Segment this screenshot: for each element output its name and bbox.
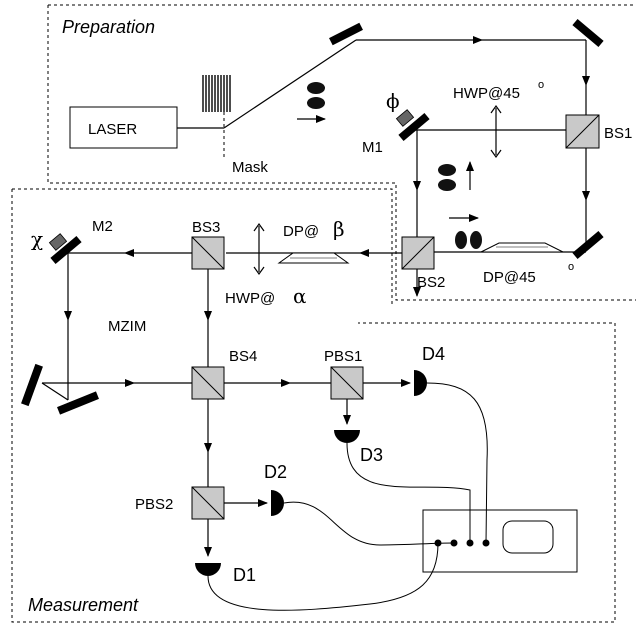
preparation-title: Preparation <box>62 17 155 37</box>
pbs1-label: PBS1 <box>324 348 362 365</box>
pbs2-cube <box>191 486 225 520</box>
mode-pattern-vertical-1 <box>307 82 325 109</box>
m2-label: M2 <box>92 218 113 235</box>
bs4-cube <box>191 366 225 400</box>
hwp45-degree: o <box>538 79 544 91</box>
dp-beta-label: DP@ <box>283 223 319 240</box>
mirror-bottom-right <box>572 231 604 259</box>
pbs2-label: PBS2 <box>135 496 173 513</box>
chi-label: χ <box>31 227 43 251</box>
bs4-label: BS4 <box>229 348 257 365</box>
detector-d4 <box>414 370 427 396</box>
mzim-label: MZIM <box>108 318 146 335</box>
detector-d3 <box>334 430 360 443</box>
laser-box <box>69 106 178 149</box>
mode-pattern-vertical-2 <box>438 164 456 191</box>
coincidence-counter <box>422 509 578 573</box>
cable-d4 <box>426 382 488 544</box>
mode-pattern-horizontal <box>455 231 482 249</box>
hwp45-plate-top <box>490 104 502 114</box>
alpha-symbol: α <box>293 284 307 308</box>
d1-label: D1 <box>233 565 256 585</box>
cable-d2 <box>283 501 455 546</box>
bs2-cube <box>401 236 435 270</box>
detector-d1 <box>195 563 221 576</box>
dove-prism-45 <box>480 242 564 253</box>
cable-d1 <box>207 542 439 611</box>
pbs1-cube <box>330 366 364 400</box>
counter-display <box>502 520 554 554</box>
hwp-alpha-plate-top <box>253 222 265 232</box>
beam-mz-diag <box>41 382 69 401</box>
laser-label: LASER <box>88 121 137 138</box>
mirror-top-right <box>572 19 604 47</box>
dp45-degree: o <box>568 261 574 273</box>
bs2-label: BS2 <box>417 274 445 291</box>
piezo-m1 <box>395 109 415 127</box>
hwp-alpha-plate-bottom <box>253 266 265 276</box>
bs3-label: BS3 <box>192 219 220 236</box>
hwp45-label: HWP@45 <box>453 85 520 102</box>
m1-label: M1 <box>362 139 383 156</box>
mask-label: Mask <box>232 159 268 176</box>
dp45-label: DP@45 <box>483 269 536 286</box>
mirror-top-left <box>329 22 363 46</box>
bs3-cube <box>191 236 225 270</box>
beam-diffracted <box>223 39 357 129</box>
bs1-label: BS1 <box>604 125 632 142</box>
d3-label: D3 <box>360 445 383 465</box>
measurement-box <box>11 188 616 623</box>
detector-d2 <box>271 490 284 516</box>
beta-symbol: β <box>333 217 345 241</box>
hwp-alpha-label: HWP@ <box>225 290 275 307</box>
mirror-m2 <box>50 236 82 264</box>
mask-grating <box>202 75 231 112</box>
cable-d3 <box>346 442 471 543</box>
mirror-mz-bottom <box>57 391 99 415</box>
d2-label: D2 <box>264 462 287 482</box>
mirror-mz-left <box>21 363 43 407</box>
hwp45-plate-bottom <box>490 149 502 159</box>
preparation-box <box>47 4 636 301</box>
phi-label: ϕ <box>386 89 400 113</box>
mirror-m1 <box>398 113 430 141</box>
bs1-cube <box>565 114 600 149</box>
piezo-m2 <box>48 233 68 251</box>
d4-label: D4 <box>422 344 445 364</box>
measurement-title: Measurement <box>28 595 139 615</box>
